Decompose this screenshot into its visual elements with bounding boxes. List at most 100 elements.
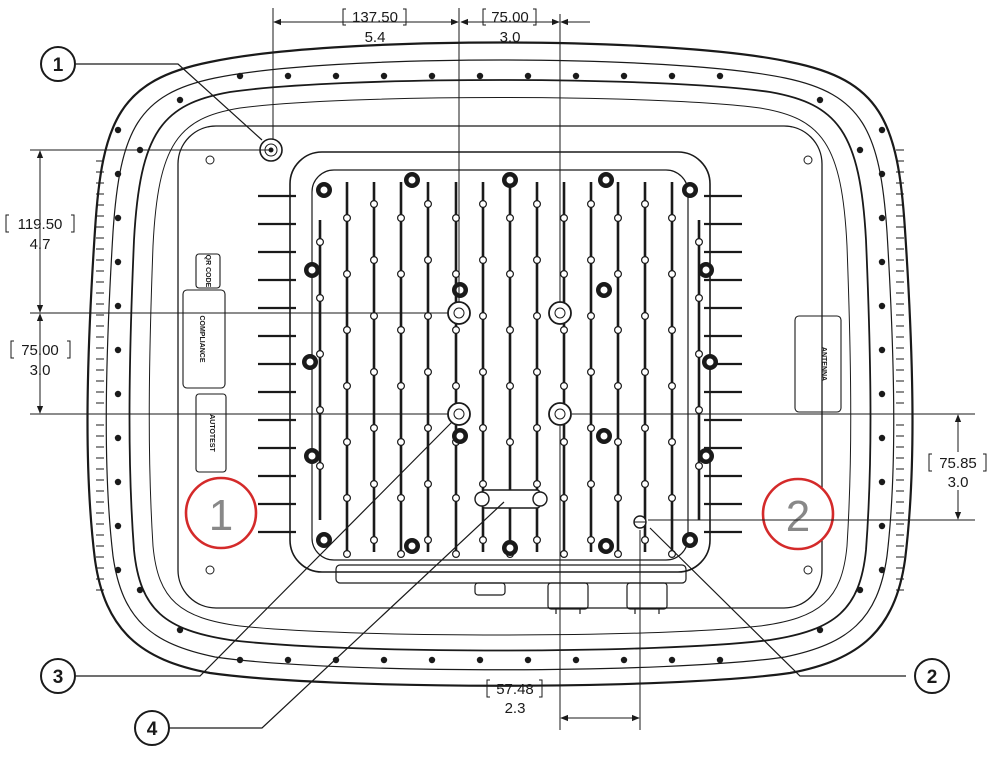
fin-node xyxy=(506,214,515,223)
dim-bottom: 57.48 2.3 xyxy=(486,679,543,717)
fin-node xyxy=(452,270,461,279)
dim-top-left: 137.50 5.4 xyxy=(342,8,407,46)
flange-bolt xyxy=(332,72,340,80)
svg-text:1: 1 xyxy=(53,55,64,76)
port-1-label: 1 xyxy=(209,491,233,540)
fin-node xyxy=(667,494,676,503)
flange-bolt xyxy=(114,126,122,134)
fin-node xyxy=(316,238,325,247)
flange-bolts xyxy=(96,72,904,664)
fin-node xyxy=(586,312,595,321)
fin-node xyxy=(397,549,406,558)
fin-node xyxy=(613,214,622,223)
outer-flange xyxy=(86,41,914,687)
fin-node xyxy=(479,368,488,377)
heatsink-screw-center xyxy=(456,286,464,294)
fin-node xyxy=(532,480,541,489)
fin-node xyxy=(613,326,622,335)
mounting-bosses xyxy=(447,301,572,426)
dim-right-mm: 75.85 xyxy=(939,455,977,472)
fin-node xyxy=(343,438,352,447)
fin-node xyxy=(452,382,461,391)
fin-node xyxy=(586,368,595,377)
fin-node xyxy=(424,424,433,433)
flange-bolt xyxy=(878,170,886,178)
dim-left-upper-in: 4.7 xyxy=(30,236,51,253)
flange-bolt xyxy=(332,656,340,664)
fin-node xyxy=(613,270,622,279)
fin-node xyxy=(343,214,352,223)
side-fins xyxy=(258,194,742,534)
heatsink-screw-center xyxy=(308,266,316,274)
flange-bolt xyxy=(114,170,122,178)
fin-node xyxy=(316,294,325,303)
flange-bolt xyxy=(878,390,886,398)
fin-node xyxy=(559,214,568,223)
callout-2: 2 xyxy=(914,658,950,694)
dim-top-right-mm: 75.00 xyxy=(491,9,529,26)
fin-node xyxy=(506,382,515,391)
fin-node xyxy=(532,256,541,265)
housing-outline xyxy=(128,79,872,652)
heatsink-screw-center xyxy=(408,542,416,550)
heatsink-screw-center xyxy=(306,358,314,366)
fin-node xyxy=(640,312,649,321)
port-2-marker xyxy=(761,477,835,551)
flange-bolt xyxy=(380,72,388,80)
fin-node xyxy=(424,535,433,544)
connector-bar xyxy=(335,564,687,584)
fin-node xyxy=(532,368,541,377)
fin-node xyxy=(316,350,325,359)
fin-node xyxy=(397,494,406,503)
fin-node xyxy=(559,549,568,558)
fin-node xyxy=(640,535,649,544)
flange-bolt xyxy=(114,522,122,530)
fin-node xyxy=(479,200,488,209)
heatsink-screw-center xyxy=(600,286,608,294)
fin-node xyxy=(694,462,703,471)
fin-node xyxy=(452,326,461,335)
dim-left-upper: 119.50 4.7 xyxy=(5,214,75,253)
fin-node xyxy=(397,382,406,391)
callout-bubbles: 1 2 3 4 xyxy=(40,46,950,746)
flange-bolt xyxy=(878,522,886,530)
dim-right: 75.85 3.0 xyxy=(926,452,987,491)
fin-node xyxy=(370,312,379,321)
fin-node xyxy=(452,214,461,223)
antenna-label: ANTENNA xyxy=(820,347,827,381)
fin-node xyxy=(424,256,433,265)
back-plate xyxy=(177,125,823,609)
fin-node xyxy=(479,424,488,433)
fin-node xyxy=(586,535,595,544)
port-2-label: 2 xyxy=(786,492,810,541)
fin-node xyxy=(506,326,515,335)
callout-1: 1 xyxy=(40,46,76,82)
label-plates xyxy=(182,253,842,473)
fin-node xyxy=(667,270,676,279)
heatsink-screw-center xyxy=(320,536,328,544)
fin-node xyxy=(559,438,568,447)
fin-node xyxy=(586,256,595,265)
heatsink-screw-center xyxy=(506,544,514,552)
heatsink-screw-center xyxy=(308,452,316,460)
flange-bolt xyxy=(284,656,292,664)
flange-bolt xyxy=(878,434,886,442)
flange-bolt xyxy=(476,72,484,80)
dim-top-right: 75.00 3.0 xyxy=(482,8,537,46)
dim-left-upper-mm: 119.50 xyxy=(18,216,63,233)
mount-bracket xyxy=(474,489,548,509)
fin-node xyxy=(559,326,568,335)
flange-bolt xyxy=(716,72,724,80)
fin-node xyxy=(343,549,352,558)
flange-bolt xyxy=(114,302,122,310)
fin-node xyxy=(613,382,622,391)
qr-label: QR CODE xyxy=(204,255,211,288)
fin-node xyxy=(694,350,703,359)
flange-bolt xyxy=(878,214,886,222)
flange-bolt xyxy=(380,656,388,664)
fin-node xyxy=(479,312,488,321)
fin-node xyxy=(667,326,676,335)
flange-bolt xyxy=(572,656,580,664)
fin-node xyxy=(532,424,541,433)
heatsink-screw-center xyxy=(686,536,694,544)
